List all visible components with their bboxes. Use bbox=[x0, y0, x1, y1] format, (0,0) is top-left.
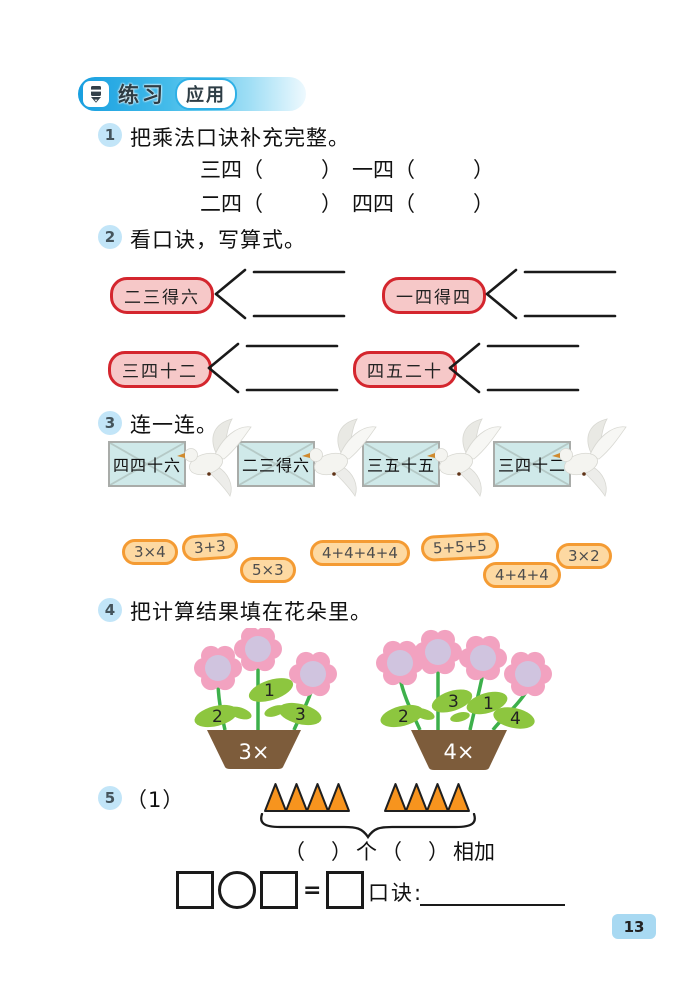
expression-badge[interactable]: 5+5+5 bbox=[420, 531, 500, 563]
envelope-flap-lines bbox=[110, 443, 184, 485]
koujue-fragment: 二四 bbox=[200, 192, 242, 216]
paren-close: ） bbox=[473, 192, 494, 216]
q2-prompt: 看口诀，写算式。 bbox=[130, 228, 306, 252]
expression-badge[interactable]: 3×4 bbox=[122, 539, 178, 565]
envelope[interactable]: 四四十六 bbox=[108, 441, 186, 487]
triangle-groups bbox=[264, 783, 470, 812]
envelope[interactable]: 三四十二 bbox=[493, 441, 571, 487]
flower[interactable] bbox=[504, 651, 552, 697]
q1-blank-2: 一四（ ） bbox=[352, 154, 494, 184]
answer-box-square[interactable] bbox=[260, 871, 298, 909]
paren-close: ） bbox=[428, 840, 449, 864]
paren-open: （ bbox=[394, 158, 415, 182]
q1-blank-4: 四四（ ） bbox=[352, 188, 494, 218]
expression-badge[interactable]: 3×2 bbox=[556, 543, 612, 569]
flower[interactable] bbox=[459, 635, 507, 681]
answer-box-square[interactable] bbox=[326, 871, 365, 909]
flower-pot-1: 2 1 3 3× bbox=[194, 628, 337, 769]
dove-icon bbox=[427, 418, 502, 497]
dove-icon bbox=[177, 418, 252, 497]
brace bbox=[260, 813, 476, 840]
answer-fork bbox=[448, 342, 580, 394]
envelope-flap-lines bbox=[239, 443, 313, 485]
flower-pot-body bbox=[207, 730, 301, 769]
leaf-number: 1 bbox=[483, 694, 494, 714]
flower[interactable] bbox=[289, 651, 337, 697]
expression-badge[interactable]: 4+4+4+4 bbox=[310, 540, 410, 566]
flower-pot-2: 2 3 1 4 4× bbox=[376, 629, 552, 770]
paren-open: （ bbox=[242, 158, 263, 182]
koujue-fragment: 三四 bbox=[200, 158, 242, 182]
leaf-number: 2 bbox=[398, 707, 409, 727]
envelope-label: 三四十二 bbox=[497, 456, 566, 475]
q2-number: 2 bbox=[98, 225, 122, 249]
q1-number: 1 bbox=[98, 123, 122, 147]
q1-prompt: 把乘法口诀补充完整。 bbox=[130, 126, 350, 150]
pencil-icon bbox=[83, 81, 109, 107]
q1-blank-3: 二四（ ） bbox=[200, 188, 342, 218]
q5-sub-label: （1） bbox=[126, 788, 185, 812]
q3-prompt: 连一连。 bbox=[130, 413, 218, 437]
q1-blank-1: 三四（ ） bbox=[200, 154, 342, 184]
pot-label: 3× bbox=[239, 740, 270, 764]
koujue-label: 口诀: bbox=[368, 881, 424, 905]
header-title: 练习 bbox=[118, 83, 166, 107]
paren-open: （ bbox=[242, 192, 263, 216]
koujue-badge: 一四得四 bbox=[382, 277, 486, 314]
koujue-badge: 四五二十 bbox=[353, 351, 457, 388]
koujue-fragment: 一四 bbox=[352, 158, 394, 182]
paren-open: （ bbox=[284, 840, 305, 864]
paren-close: ） bbox=[331, 840, 352, 864]
envelope-label: 四四十六 bbox=[112, 456, 181, 475]
koujue-badge: 三四十二 bbox=[108, 351, 212, 388]
envelope-flap-lines bbox=[364, 443, 438, 485]
paren-close: ） bbox=[321, 158, 342, 182]
q3-number: 3 bbox=[98, 411, 122, 435]
answer-fork bbox=[207, 342, 339, 394]
q4-prompt: 把计算结果填在花朵里。 bbox=[130, 600, 372, 624]
envelope[interactable]: 二三得六 bbox=[237, 441, 315, 487]
koujue-badge: 二三得六 bbox=[110, 277, 214, 314]
leaf-number: 4 bbox=[510, 709, 521, 729]
expression-badge[interactable]: 3+3 bbox=[181, 532, 239, 562]
flower-pot-body bbox=[411, 730, 507, 770]
paren-open: （ bbox=[381, 840, 402, 864]
koujue-fragment: 四四 bbox=[352, 192, 394, 216]
q4-number: 4 bbox=[98, 598, 122, 622]
envelope-flap-lines bbox=[495, 443, 569, 485]
equals-sign: = bbox=[303, 877, 322, 903]
operator-circle[interactable] bbox=[218, 871, 256, 909]
expression-badge[interactable]: 4+4+4 bbox=[483, 562, 561, 588]
expression-badge[interactable]: 5×3 bbox=[240, 557, 296, 583]
section-header: 练习 应用 bbox=[78, 77, 306, 111]
paren-close: ） bbox=[473, 158, 494, 182]
leaf-number: 3 bbox=[295, 705, 306, 725]
equation-row: = bbox=[176, 871, 365, 909]
envelope[interactable]: 三五十五 bbox=[362, 441, 440, 487]
paren-close: ） bbox=[321, 192, 342, 216]
answer-line[interactable] bbox=[420, 904, 565, 906]
leaf-number: 1 bbox=[264, 681, 275, 701]
answer-fork bbox=[485, 268, 617, 320]
paren-open: （ bbox=[394, 192, 415, 216]
leaf-number: 2 bbox=[212, 707, 223, 727]
leaf-number: 3 bbox=[448, 692, 459, 712]
header-badge: 应用 bbox=[175, 78, 237, 110]
answer-fork bbox=[214, 268, 346, 320]
caption-word: 个 bbox=[356, 840, 377, 864]
q5-number: 5 bbox=[98, 786, 122, 810]
answer-box-square[interactable] bbox=[176, 871, 214, 909]
dove-icon bbox=[552, 418, 627, 497]
q5-caption: （）个（）相加 bbox=[284, 836, 495, 866]
caption-word: 相加 bbox=[453, 840, 495, 864]
pot-label: 4× bbox=[444, 740, 475, 764]
dove-icon bbox=[302, 418, 377, 497]
page-number: 13 bbox=[612, 914, 656, 939]
envelope-label: 三五十五 bbox=[366, 456, 435, 475]
envelope-label: 二三得六 bbox=[241, 456, 310, 475]
